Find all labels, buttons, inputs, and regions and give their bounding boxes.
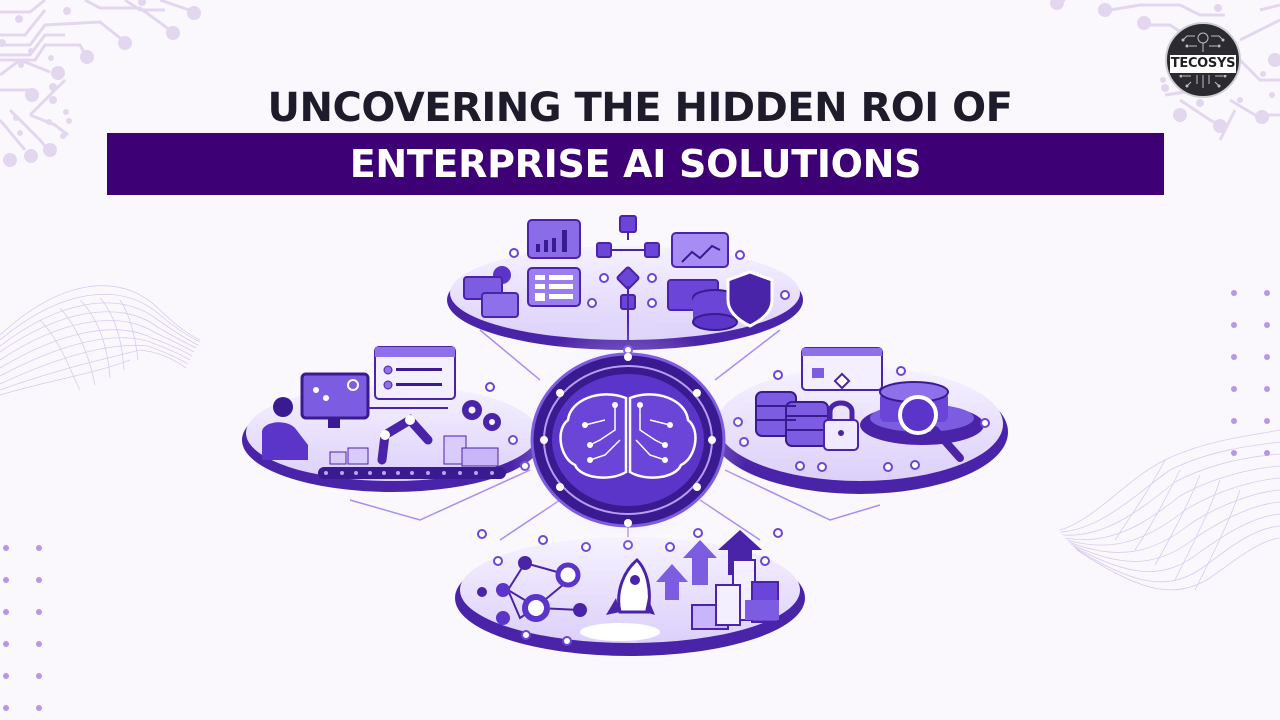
wave-mesh-right	[1059, 429, 1280, 591]
left-platform	[242, 346, 542, 492]
checklist-icon	[527, 267, 581, 307]
database-stack-icon	[755, 391, 829, 447]
bar-chart-icon	[527, 219, 581, 259]
shield-icon	[726, 270, 774, 328]
title-line-2: ENTERPRISE AI SOLUTIONS	[349, 142, 922, 186]
tecosys-logo[interactable]: TECOSYS	[1165, 22, 1241, 98]
ai-brain-icon	[508, 320, 748, 560]
robot-arm-icon	[377, 414, 433, 465]
dot-grid-left	[3, 545, 42, 711]
magnifier-icon	[860, 381, 984, 462]
top-platform	[447, 215, 803, 355]
conveyor-belt-icon	[318, 467, 506, 479]
logo-text: TECOSYS	[1170, 56, 1236, 71]
line-chart-icon	[671, 232, 729, 268]
circuit-logo-icon	[1179, 32, 1227, 88]
workflow-window-icon	[374, 346, 456, 400]
ai-roi-illustration	[242, 215, 1008, 656]
logo-band: TECOSYS	[1170, 53, 1236, 75]
circuit-decoration-top-left	[0, 0, 201, 167]
city-buildings-icon	[691, 559, 779, 630]
bottom-platform	[455, 528, 805, 656]
database-icon	[667, 279, 738, 331]
dot-grid-right	[1231, 290, 1270, 456]
flowchart-window-icon	[801, 347, 883, 391]
person-at-computer-icon	[262, 372, 370, 460]
right-platform	[712, 347, 1008, 494]
top-platform-nodes	[509, 248, 790, 355]
padlock-icon	[823, 400, 859, 451]
circuit-decoration-top-right	[1050, 0, 1280, 141]
network-nodes-icon	[477, 556, 587, 625]
boxes-icon	[329, 435, 499, 467]
folder-gear-icon	[463, 266, 519, 318]
flowchart-icon	[596, 215, 660, 310]
gears-icon	[462, 400, 501, 431]
title-line-1: UNCOVERING THE HIDDEN ROI OF	[267, 85, 1013, 131]
title-banner: ENTERPRISE AI SOLUTIONS	[107, 133, 1164, 195]
wave-mesh-left	[0, 285, 201, 396]
rocket-icon	[580, 557, 660, 641]
